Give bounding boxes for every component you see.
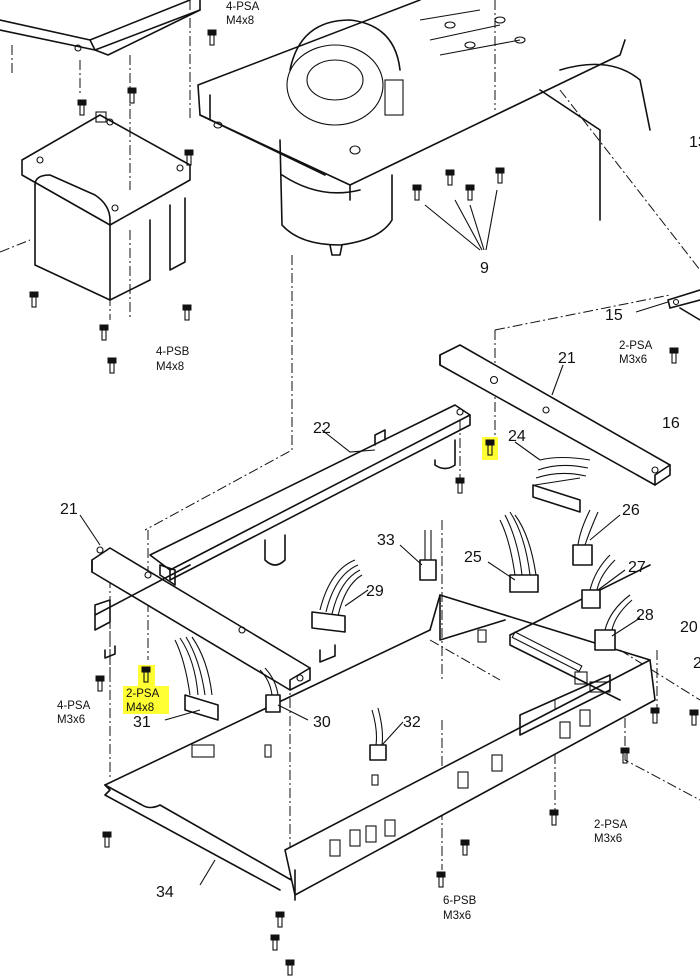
callout-9: 9	[480, 260, 489, 277]
callout-32: 32	[403, 714, 421, 731]
callout-31: 31	[133, 714, 151, 731]
screw	[207, 29, 217, 46]
svg-text:4-PSB: 4-PSB	[156, 346, 190, 358]
svg-text:2-PSA: 2-PSA	[594, 819, 628, 831]
screw	[107, 357, 117, 374]
screw	[650, 707, 660, 724]
screw	[669, 347, 679, 364]
top-left-plate	[0, 0, 201, 56]
screw	[455, 477, 465, 494]
screw	[77, 99, 87, 116]
screw	[436, 871, 446, 888]
cable-24	[532, 456, 591, 513]
label-top: 4-PSA M4x8	[226, 1, 260, 27]
screw	[182, 304, 192, 321]
callout-26: 26	[622, 502, 640, 519]
screws	[29, 29, 699, 976]
svg-text:2-PSA: 2-PSA	[619, 340, 653, 352]
cable-30	[259, 667, 281, 713]
screw	[445, 169, 455, 186]
label-transformer: 4-PSB M4x8	[156, 346, 190, 373]
cable-25	[499, 511, 539, 593]
screw	[460, 839, 470, 856]
svg-text:M4x8: M4x8	[156, 361, 184, 373]
callout-22: 22	[313, 420, 331, 437]
svg-text:M3x6: M3x6	[619, 354, 647, 366]
screw	[127, 87, 137, 104]
svg-text:4-PSA: 4-PSA	[226, 1, 260, 13]
cable-32	[369, 707, 387, 761]
callout-15: 15	[605, 307, 623, 324]
screw	[275, 911, 285, 928]
screw	[270, 934, 280, 951]
cable-31	[174, 636, 219, 721]
screw	[620, 747, 630, 764]
label-highlighted: 2-PSA M4x8	[126, 688, 160, 714]
screw	[412, 184, 422, 201]
screw	[485, 439, 495, 456]
svg-text:M3x6: M3x6	[594, 833, 622, 845]
callout-21-front: 21	[60, 501, 78, 518]
bar-21-upper	[439, 344, 671, 486]
bracket-15	[667, 289, 700, 321]
callout-28: 28	[636, 607, 654, 624]
motor-assembly	[197, 0, 651, 256]
callout-20: 20	[680, 619, 698, 636]
cable-33	[419, 530, 437, 581]
cable-28	[594, 594, 633, 651]
svg-text:2-PSA: 2-PSA	[126, 688, 160, 700]
callout-30: 30	[313, 714, 331, 731]
transformer	[21, 111, 191, 301]
label-bottom: 6-PSB M3x6	[443, 895, 477, 922]
ic-components	[191, 629, 611, 857]
svg-text:M4x8: M4x8	[126, 702, 154, 714]
callout-33: 33	[377, 532, 395, 549]
screw	[285, 959, 295, 976]
label-right-bottom: 2-PSA M3x6	[594, 819, 628, 845]
cable-29	[311, 559, 363, 633]
callout-25: 25	[464, 549, 482, 566]
callout-21-upper: 21	[558, 350, 576, 367]
leader-lines	[79, 189, 669, 886]
highlight-label-box	[123, 686, 169, 714]
callout-2: 2	[693, 655, 700, 672]
bar-21-front	[91, 546, 336, 691]
screw	[102, 831, 112, 848]
screw	[689, 709, 699, 726]
screw	[495, 167, 505, 184]
screw	[95, 675, 105, 692]
svg-text:M3x6: M3x6	[57, 714, 85, 726]
svg-text:6-PSB: 6-PSB	[443, 895, 477, 907]
callout-27: 27	[628, 559, 646, 576]
screw	[549, 809, 559, 826]
screw	[184, 149, 194, 166]
label-left: 4-PSA M3x6	[57, 700, 91, 726]
screw	[99, 324, 109, 341]
screw	[29, 291, 39, 308]
callout-29: 29	[366, 583, 384, 600]
cable-26	[572, 509, 599, 566]
callout-24: 24	[508, 428, 526, 445]
callout-34: 34	[156, 884, 174, 901]
cable-harnesses	[174, 456, 633, 761]
callout-16: 16	[662, 415, 680, 432]
screw	[141, 666, 151, 683]
svg-text:M3x6: M3x6	[443, 910, 471, 922]
screw	[465, 184, 475, 201]
svg-text:M4x8: M4x8	[226, 15, 254, 27]
label-right-top: 2-PSA M3x6	[619, 340, 653, 366]
bracket-22	[149, 404, 471, 581]
svg-text:4-PSA: 4-PSA	[57, 700, 91, 712]
cable-27	[581, 554, 616, 609]
callout-13: 13	[689, 134, 700, 151]
